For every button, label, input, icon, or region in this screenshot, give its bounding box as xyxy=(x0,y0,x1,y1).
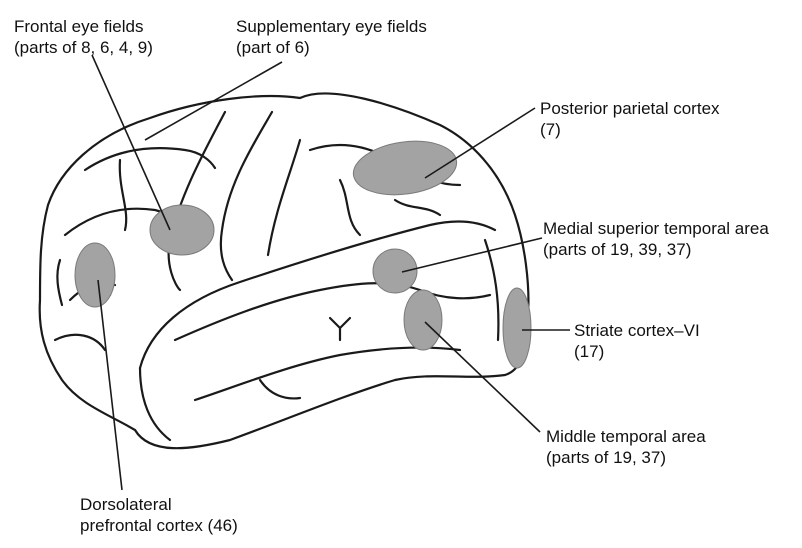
label-frontal-eye-fields-line2: (parts of 8, 6, 4, 9) xyxy=(14,37,153,58)
label-middle-temporal: Middle temporal area (parts of 19, 37) xyxy=(546,426,706,468)
label-frontal-eye-fields-line1: Frontal eye fields xyxy=(14,16,153,37)
precentral-sulcus xyxy=(169,112,225,290)
label-posterior-parietal-line1: Posterior parietal cortex xyxy=(540,98,720,119)
frontal-pole-fold xyxy=(57,260,62,305)
label-dorsolateral-prefrontal-line2: prefrontal cortex (46) xyxy=(80,515,238,536)
label-frontal-eye-fields: Frontal eye fields (parts of 8, 6, 4, 9) xyxy=(14,16,153,58)
occipital-fold xyxy=(485,240,498,340)
striate-cortex-region xyxy=(503,288,531,368)
medial-superior-temporal-region xyxy=(373,249,417,293)
posterior-parietal-region xyxy=(350,135,460,201)
label-supplementary-eye-fields: Supplementary eye fields (part of 6) xyxy=(236,16,427,58)
frontal-fold-4 xyxy=(120,160,126,230)
label-striate-cortex-line1: Striate cortex–VI xyxy=(574,320,700,341)
dorsolateral-prefrontal-region xyxy=(75,243,115,307)
y-sulcus xyxy=(330,318,350,340)
parietal-fold-2 xyxy=(395,200,440,215)
temporal-lobe-edge xyxy=(140,368,170,440)
inferior-temporal-sulcus xyxy=(195,348,460,400)
label-striate-cortex-line2: (17) xyxy=(574,341,700,362)
label-posterior-parietal: Posterior parietal cortex (7) xyxy=(540,98,720,140)
temporal-fold xyxy=(260,380,300,398)
parietal-fold-1 xyxy=(340,180,360,235)
label-medial-superior-temporal-line1: Medial superior temporal area xyxy=(543,218,769,239)
label-middle-temporal-line2: (parts of 19, 37) xyxy=(546,447,706,468)
leader-medial-superior-temporal xyxy=(402,238,542,272)
label-medial-superior-temporal: Medial superior temporal area (parts of … xyxy=(543,218,769,260)
frontal-eye-fields-region xyxy=(150,205,214,255)
label-striate-cortex: Striate cortex–VI (17) xyxy=(574,320,700,362)
superior-temporal-sulcus xyxy=(175,283,490,340)
label-medial-superior-temporal-line2: (parts of 19, 39, 37) xyxy=(543,239,769,260)
frontal-fold-2 xyxy=(55,335,105,350)
leader-frontal-eye-fields xyxy=(92,55,170,230)
superior-frontal-sulcus xyxy=(85,148,215,170)
leader-posterior-parietal xyxy=(425,108,535,178)
label-supplementary-eye-fields-line1: Supplementary eye fields xyxy=(236,16,427,37)
label-supplementary-eye-fields-line2: (part of 6) xyxy=(236,37,427,58)
leader-dorsolateral-prefrontal xyxy=(98,280,122,490)
postcentral-sulcus xyxy=(268,140,300,255)
middle-temporal-region xyxy=(404,290,442,350)
label-middle-temporal-line1: Middle temporal area xyxy=(546,426,706,447)
label-dorsolateral-prefrontal: Dorsolateral prefrontal cortex (46) xyxy=(80,494,238,536)
label-posterior-parietal-line2: (7) xyxy=(540,119,720,140)
central-sulcus xyxy=(221,112,272,280)
label-dorsolateral-prefrontal-line1: Dorsolateral xyxy=(80,494,238,515)
